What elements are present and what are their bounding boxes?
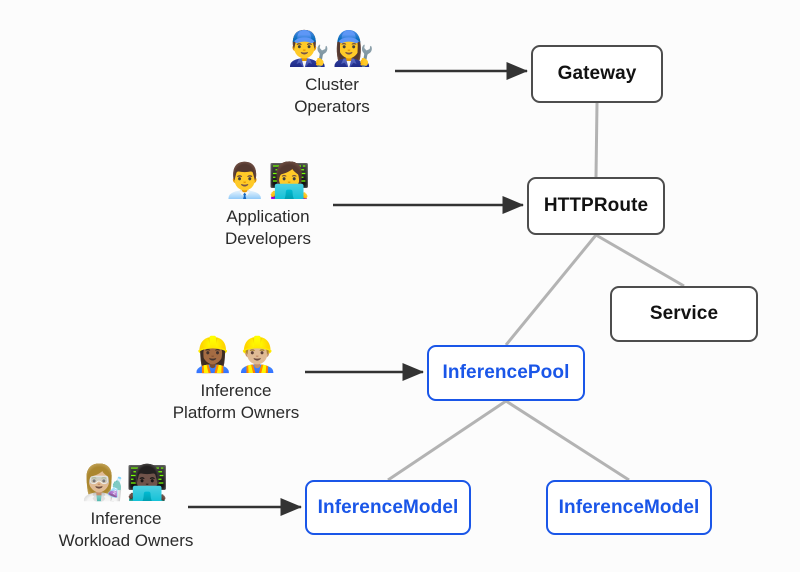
node-inferencemodel-a[interactable]: InferenceModel <box>305 480 471 535</box>
node-httproute[interactable]: HTTPRoute <box>527 177 665 235</box>
application-developers-label: Application Developers <box>225 207 311 248</box>
node-inferencemodel-b[interactable]: InferenceModel <box>546 480 712 535</box>
edge-inferencepool-inferencemodel-b <box>505 399 630 482</box>
cluster-operators-label: Cluster Operators <box>294 75 370 116</box>
inference-platform-owners-icon: 👷🏾‍♀️👷🏼‍♂️ <box>191 335 281 375</box>
edge-gateway-httproute <box>594 102 599 178</box>
persona-inference-platform-owners: 👷🏾‍♀️👷🏼‍♂️ Inference Platform Owners <box>131 334 341 424</box>
edge-inferencepool-inferencemodel-a <box>387 399 507 482</box>
persona-inference-workload-owners: 👩🏼‍🔬👨🏿‍💻 Inference Workload Owners <box>21 462 231 552</box>
inference-workload-owners-icon: 👩🏼‍🔬👨🏿‍💻 <box>81 463 171 503</box>
cluster-operators-icon: 👨‍🔧👩‍🔧 <box>287 29 377 69</box>
node-inferencepool[interactable]: InferencePool <box>427 345 585 401</box>
persona-application-developers: 👨‍💼👩‍💻 Application Developers <box>163 160 373 250</box>
inference-platform-owners-label: Inference Platform Owners <box>172 381 300 422</box>
edge-httproute-service <box>595 233 685 288</box>
inference-workload-owners-label: Inference Workload Owners <box>58 509 194 550</box>
edge-httproute-inferencepool <box>504 234 598 346</box>
persona-cluster-operators: 👨‍🔧👩‍🔧 Cluster Operators <box>227 28 437 118</box>
node-gateway[interactable]: Gateway <box>531 45 663 103</box>
application-developers-icon: 👨‍💼👩‍💻 <box>223 161 313 201</box>
node-service[interactable]: Service <box>610 286 758 342</box>
